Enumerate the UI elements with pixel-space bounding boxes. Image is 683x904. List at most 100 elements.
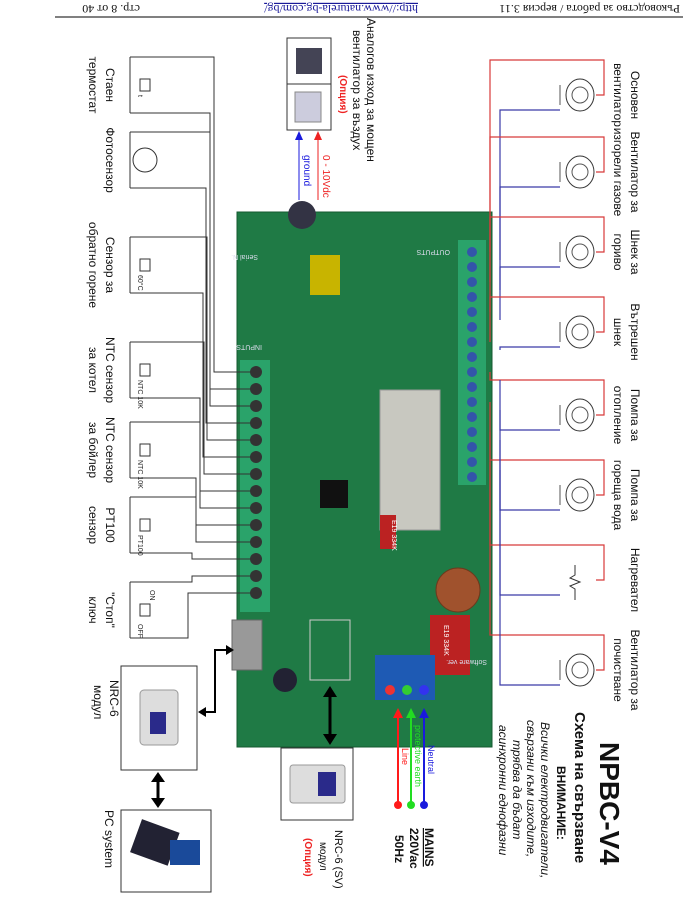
sensor-icon <box>139 518 151 532</box>
mains-title: MAINS <box>422 828 436 867</box>
output-label: Вътрешен <box>628 303 642 360</box>
microcontroller <box>320 480 348 508</box>
output-terminal-screw <box>467 412 477 422</box>
input-sensor: Фотосензор <box>103 127 250 424</box>
input-terminal-screw <box>250 519 262 531</box>
sensor-symbol-label: PT100 <box>136 535 143 556</box>
analog-label-1: Аналогов изход за мощен <box>364 18 378 162</box>
page-header: Ръководство за работа / версия 3.11 http… <box>55 2 683 18</box>
on-label: ON <box>148 590 155 601</box>
input-label: PT100 <box>103 507 117 543</box>
motor-icon <box>565 398 595 432</box>
output-terminal-screw <box>467 262 477 272</box>
input-terminal-screw <box>250 434 262 446</box>
mains-input: Line protective earth Neutral MAINS 220V… <box>392 708 436 869</box>
output-label: Шнек за <box>628 229 642 274</box>
output-terminal-screw <box>467 277 477 287</box>
pc-system: PC system <box>102 772 212 893</box>
output-terminal-screw <box>467 322 477 332</box>
sensor-symbol-label: NTC 10K <box>136 460 143 489</box>
input-terminal-screw <box>250 536 262 548</box>
page-number: стр. 8 от 40 <box>82 2 140 16</box>
nrc6-label-2: модул <box>91 685 105 719</box>
output-label: шнек <box>611 318 625 347</box>
sensor-icon <box>139 258 151 272</box>
input-terminal-screw <box>250 383 262 395</box>
inverter-image <box>294 91 322 123</box>
analog-output: ground 0 - 10Vdc Аналогов изход за мощен… <box>286 18 378 200</box>
analog-option: (Опция) <box>337 75 348 114</box>
output-label: вентилатор <box>611 63 625 127</box>
output-label: отопление <box>611 386 625 445</box>
output-terminal-screw <box>467 292 477 302</box>
mains-frequency: 50Hz <box>392 835 406 863</box>
motor-icon <box>565 478 595 512</box>
title-block: NPBC-V4 Схема на свързване ВНИМАНИЕ: Вси… <box>496 712 625 878</box>
input-label: NTC сензор <box>103 417 117 483</box>
output-terminal-screw <box>467 307 477 317</box>
output-terminal-screw <box>467 382 477 392</box>
serial-label: Serial N. <box>231 253 258 260</box>
output-label: Нагревател <box>628 548 642 612</box>
relay-shield <box>379 389 441 531</box>
nrc6sv-label-2: модул <box>317 842 328 871</box>
input-terminal-screw <box>250 451 262 463</box>
output-terminal-screw <box>467 397 477 407</box>
input-label: за бойлер <box>86 422 100 478</box>
electrolytic-capacitor <box>288 201 316 229</box>
output-label: Вентилатор за <box>628 629 642 710</box>
cap1-label: E19 334K <box>390 520 397 551</box>
output-label: Основен <box>628 71 642 119</box>
output-label: гореща вода <box>611 460 625 531</box>
motor-icon <box>565 653 595 687</box>
output-terminal-screw <box>467 352 477 362</box>
outputs-label: OUTPUTS <box>416 248 450 255</box>
input-label: обратно горене <box>86 222 100 309</box>
model-title: NPBC-V4 <box>594 742 625 865</box>
output-label: Вентилатор за <box>628 131 642 212</box>
capacitor-1 <box>380 515 396 549</box>
input-terminal-screw <box>250 502 262 514</box>
output-terminal-screw <box>467 442 477 452</box>
nrc6-label-1: NRC-6 <box>107 680 121 717</box>
input-terminal-screw <box>250 400 262 412</box>
sensor-icon <box>139 78 151 92</box>
sensor-icon <box>139 603 151 617</box>
warning-line-4: асинхронни еднофазни <box>496 725 510 856</box>
output-label: гориво <box>611 233 625 270</box>
nrc6-module: NRC-6 модул <box>91 645 234 771</box>
input-terminal-screw <box>250 366 262 378</box>
input-terminal-screw <box>250 570 262 582</box>
mains-voltage: 220Vac <box>407 828 421 869</box>
motor-icon <box>565 315 595 349</box>
input-label: термостат <box>86 57 100 114</box>
output-terminal-screw <box>467 367 477 377</box>
output-terminal-screw <box>467 337 477 347</box>
sensor-icon <box>139 443 151 457</box>
input-label: "Стоп" <box>103 592 117 628</box>
motor-icon <box>565 155 595 189</box>
output-terminal-screw <box>467 427 477 437</box>
input-label: Фотосензор <box>103 127 117 193</box>
rj-connector-2 <box>309 619 351 681</box>
input-terminal-screw <box>250 553 262 565</box>
motor-icon <box>565 235 595 269</box>
sensor-icon <box>139 363 151 377</box>
input-label: сензор <box>86 506 100 544</box>
url-link[interactable]: http://www.naturela-bg.com/bg/ <box>263 2 418 16</box>
pcb-board: Serial N. INPUTS OUTPUTS Software ver. E… <box>231 201 493 748</box>
rj-connector-1 <box>231 619 263 671</box>
earth-label: protective earth <box>413 725 423 787</box>
input-label: за котел <box>86 347 100 393</box>
off-label: OFF <box>136 624 143 638</box>
input-terminal-screw <box>250 587 262 599</box>
output-terminal-screw <box>467 472 477 482</box>
